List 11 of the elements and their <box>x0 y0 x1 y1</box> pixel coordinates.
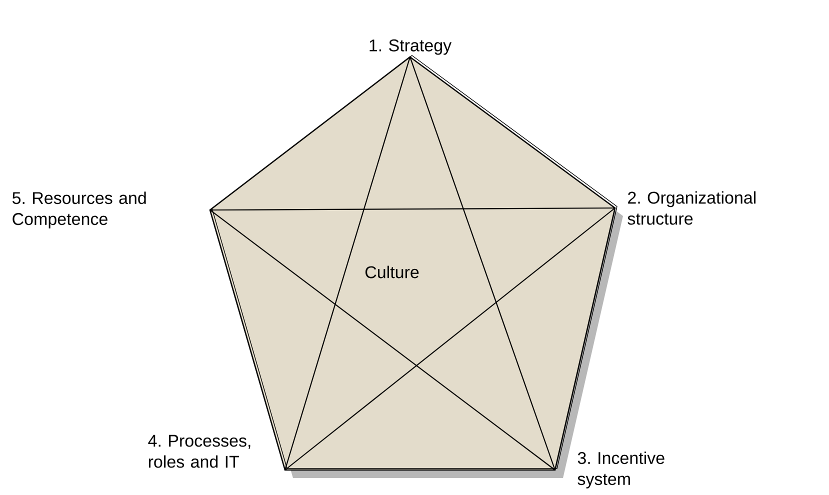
vertex-label: 5. Resources and Competence <box>12 192 146 228</box>
vertex-label: 1. Strategy <box>370 39 452 55</box>
vertex-label: 3. Incentive system <box>578 452 664 488</box>
vertex-label: 4. Processes, roles and IT <box>148 434 250 468</box>
star-line <box>409 56 556 470</box>
star-line <box>210 207 616 211</box>
star-line <box>284 56 411 470</box>
star-line <box>284 208 616 470</box>
star-line <box>210 210 556 470</box>
vertex-label: 2. Organizational structure <box>628 191 756 225</box>
center-label: Culture <box>365 266 419 278</box>
